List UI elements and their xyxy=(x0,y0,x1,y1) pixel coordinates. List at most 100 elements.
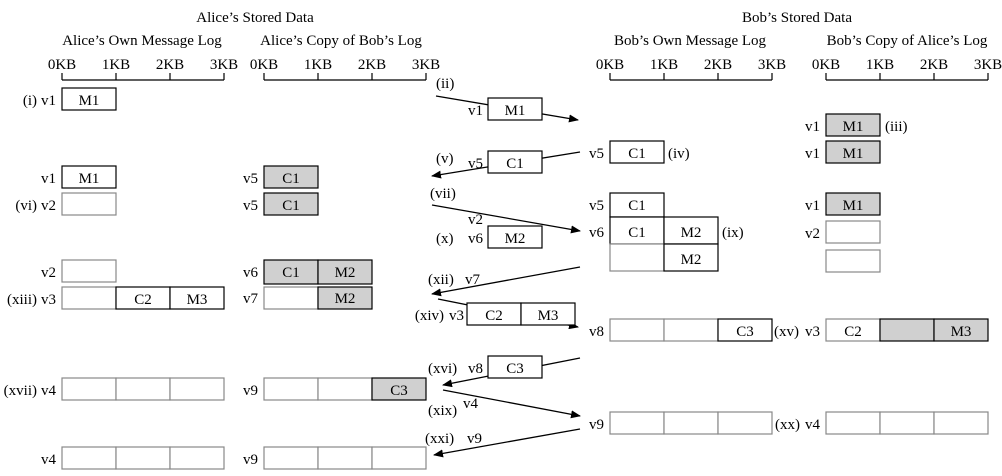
version-label: v3 xyxy=(41,292,56,308)
log-cell-text: M1 xyxy=(843,146,864,162)
version-label: v2 xyxy=(805,226,820,242)
version-label: v1 xyxy=(805,146,820,162)
log-row: v5 C1 xyxy=(589,192,665,218)
log-cell xyxy=(717,411,773,435)
log-cell-text: C1 xyxy=(628,146,646,162)
version-label: v2 xyxy=(41,198,56,214)
log-cell xyxy=(61,87,117,111)
log-cell-text: M2 xyxy=(681,225,702,241)
log-cell-text: C1 xyxy=(282,265,300,281)
log-cell xyxy=(825,113,881,137)
step-label: (i) xyxy=(23,93,37,109)
version-label: v4 xyxy=(41,383,57,399)
message-cell-text: M1 xyxy=(505,103,526,119)
axis-tick-label: 1KB xyxy=(102,57,130,73)
message-cell xyxy=(487,97,543,121)
axis-alice-own: 0KB 1KB 2KB 3KB xyxy=(48,57,238,81)
log-cell-text: M1 xyxy=(843,119,864,135)
log-cell-text: C2 xyxy=(134,292,152,308)
log-row: v2 xyxy=(41,259,117,283)
header-alice-own-log: Alice’s Own Message Log xyxy=(62,33,222,49)
axis-tick-label: 2KB xyxy=(920,57,948,73)
axis-tick-label: 0KB xyxy=(250,57,278,73)
step-label: (x) xyxy=(436,231,454,247)
axis-tick-label: 1KB xyxy=(304,57,332,73)
messages-in-transit: (ii) v1 M1 (v) v5 C1 (vii) v2 (x) v6 M2 xyxy=(415,76,581,458)
message: (xvi) v8 C3 xyxy=(428,355,581,388)
log-cell xyxy=(663,411,719,435)
version-label: v5 xyxy=(243,171,258,187)
axis-tick-label: 0KB xyxy=(812,57,840,73)
log-row: v9 (xx) xyxy=(589,411,800,435)
log-row: v9 C3 xyxy=(243,377,427,401)
axis-tick-label: 3KB xyxy=(974,57,1002,73)
version-label: v3 xyxy=(449,308,464,324)
log-cell xyxy=(663,243,719,272)
log-cell xyxy=(609,243,665,272)
version-label: v4 xyxy=(463,396,479,412)
log-row xyxy=(825,249,881,273)
log-cell-text: C1 xyxy=(628,198,646,214)
log-cell-text: M1 xyxy=(843,198,864,214)
axis-alice-copy: 0KB 1KB 2KB 3KB xyxy=(250,57,440,81)
header-bob-copy-log: Bob’s Copy of Alice’s Log xyxy=(827,33,988,49)
header-alice-copy-log: Alice’s Copy of Bob’s Log xyxy=(260,33,422,49)
log-cell xyxy=(115,446,171,470)
axis-tick-label: 3KB xyxy=(412,57,440,73)
log-cell xyxy=(717,318,773,342)
version-label: v8 xyxy=(468,361,483,377)
message-cell-text: C2 xyxy=(485,308,503,324)
step-label: (xii) xyxy=(428,272,454,288)
version-label: v1 xyxy=(41,93,56,109)
axis-tick-label: 3KB xyxy=(210,57,238,73)
log-cell xyxy=(933,318,989,342)
version-label: v5 xyxy=(589,198,604,214)
version-label: v6 xyxy=(243,265,259,281)
log-cell-text: M3 xyxy=(187,292,208,308)
log-cell xyxy=(825,140,881,164)
step-label: (xv) xyxy=(774,324,799,340)
version-label: v5 xyxy=(589,146,604,162)
version-label: v5 xyxy=(468,156,483,172)
version-label: v9 xyxy=(589,417,604,433)
log-row: v2 xyxy=(805,220,881,244)
header-bob-stored-data: Bob’s Stored Data xyxy=(742,10,852,26)
axis-bob-copy: 0KB 1KB 2KB 3KB xyxy=(812,57,1002,81)
message: (xiv) v3 C2 M3 xyxy=(415,298,579,330)
step-label: (xiv) xyxy=(415,308,444,324)
log-cell-text: C3 xyxy=(390,383,408,399)
log-cell-text: C3 xyxy=(736,324,754,340)
message: (x) v6 M2 xyxy=(436,225,543,249)
log-cell xyxy=(825,411,881,435)
version-label: v1 xyxy=(805,198,820,214)
message-cell xyxy=(520,302,576,326)
log-cell xyxy=(609,140,665,164)
log-row: v1 M1 xyxy=(805,140,881,164)
message: (ii) v1 M1 xyxy=(435,76,579,123)
log-cell xyxy=(61,286,117,310)
version-label: v3 xyxy=(805,324,820,340)
step-label: (xiii) xyxy=(7,292,37,308)
version-label: v6 xyxy=(468,231,484,247)
log-cell xyxy=(61,192,117,216)
log-row: v6 C1 M2 (ix) xyxy=(589,216,744,245)
version-label: v6 xyxy=(589,225,605,241)
message-cell xyxy=(487,355,543,379)
log-row: (xvii) v4 xyxy=(4,377,225,401)
log-row: M2 xyxy=(609,243,719,272)
alice-copy-log-rows: v5 C1 v5 C1 v6 C1 M2 v7 M2 v9 C3 xyxy=(243,165,427,470)
axis-bob-own: 0KB 1KB 2KB 3KB xyxy=(596,57,786,81)
step-label: (iii) xyxy=(885,119,908,135)
log-cell xyxy=(825,192,881,216)
log-cell xyxy=(263,377,319,401)
log-cell xyxy=(169,446,225,470)
message-cell-text: M3 xyxy=(538,308,559,324)
header-bob-own-log: Bob’s Own Message Log xyxy=(614,33,767,49)
log-row: v7 M2 xyxy=(243,286,373,310)
log-row: v5 C1 xyxy=(243,192,319,216)
step-label: (xix) xyxy=(428,403,457,419)
step-label: (xxi) xyxy=(425,431,454,447)
log-cell-text: C1 xyxy=(628,225,646,241)
log-cell-text: M1 xyxy=(79,93,100,109)
message: (vii) v2 xyxy=(430,186,581,234)
